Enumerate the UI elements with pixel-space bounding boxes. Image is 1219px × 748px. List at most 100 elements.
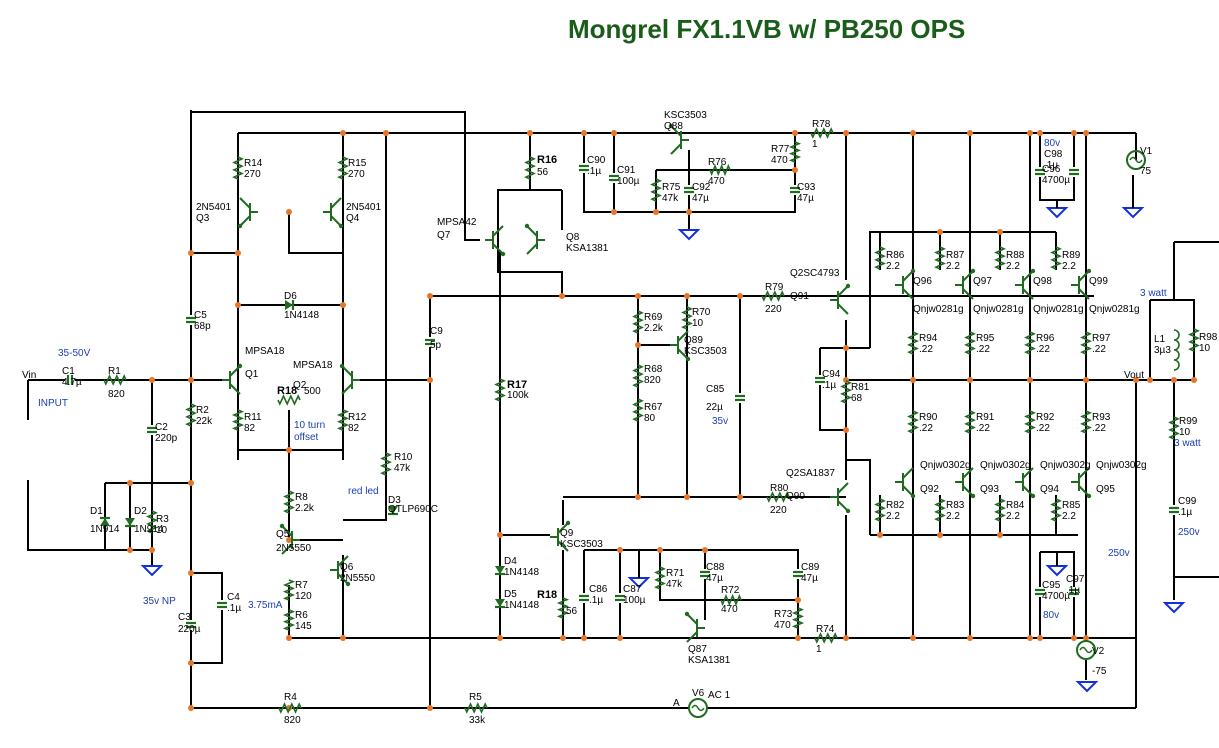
c2-label: 220p (155, 433, 178, 444)
transistor (339, 363, 360, 395)
r90-label: .22 (919, 423, 933, 434)
c88-label: 47µ (706, 573, 723, 584)
c95-label: C95 (1042, 580, 1061, 591)
diode (125, 518, 135, 528)
q97-label: Qnjw0281g (973, 304, 1024, 315)
r93-label: R93 (1092, 412, 1111, 423)
c89-label: C89 (801, 562, 820, 573)
c91-label: C91 (617, 165, 636, 176)
r97-label: .22 (1092, 344, 1106, 355)
r96-label: .22 (1036, 344, 1050, 355)
resistor (761, 290, 785, 302)
capacitor (184, 315, 198, 325)
c4-label: C4 (227, 592, 240, 603)
r75-label: 47k (662, 193, 679, 204)
c4-label: .1µ (227, 603, 241, 614)
r12-label: R12 (348, 412, 367, 423)
resistor (994, 498, 1006, 522)
r8-label: 2.2k (295, 503, 315, 514)
watt-label-a: 3 watt (1140, 288, 1167, 299)
r16-value: 56 (537, 167, 549, 178)
input-label: INPUT (38, 398, 68, 409)
resistor (231, 409, 245, 431)
np-label: 35v NP (143, 596, 176, 607)
q94-label: Q94 (1040, 484, 1059, 495)
q92-label: Q92 (920, 484, 939, 495)
capacitor (791, 569, 805, 579)
diode (100, 516, 110, 526)
resistor (632, 364, 644, 388)
c9-label: C9 (430, 326, 443, 337)
ac-label: AC 1 (708, 690, 731, 701)
q5-label: Q5 (276, 529, 290, 540)
resistor (964, 410, 976, 434)
capacitor (215, 600, 229, 610)
c87-label: C87 (623, 584, 642, 595)
q99-label: Qnjw0281g (1089, 304, 1140, 315)
r82-label: 2.2 (886, 511, 900, 522)
r97-label: R97 (1092, 333, 1111, 344)
q89-label: Q89 (684, 335, 703, 346)
transistor (684, 611, 705, 643)
r76-label: 470 (708, 176, 725, 187)
c96-label: C96 (1042, 164, 1061, 175)
c98-label: C98 (1044, 149, 1063, 160)
capacitor (1167, 505, 1181, 515)
r73-label: 470 (774, 620, 791, 631)
r91-label: .22 (976, 423, 990, 434)
resistor (788, 141, 802, 163)
r94-label: R94 (919, 333, 938, 344)
capacitor (682, 185, 696, 195)
r77-label: 470 (771, 155, 788, 166)
r18b-value: 56 (566, 606, 578, 617)
q87-label: KSA1381 (688, 655, 731, 666)
c94-label: C94 (822, 369, 841, 380)
transistor (1015, 268, 1036, 300)
c93-label: 47µ (797, 193, 814, 204)
r3-label: R3 (156, 514, 169, 525)
resistor (1168, 416, 1180, 440)
c3-label: C3 (178, 612, 191, 623)
resistor (810, 127, 834, 139)
q95-label: Qnjw0302g (1096, 460, 1147, 471)
r18-label: R18 (277, 385, 297, 397)
q1-label: Q1 (245, 369, 259, 380)
q9-label: KSC3503 (560, 539, 603, 550)
resistor (934, 498, 946, 522)
q95-label: Q95 (1096, 484, 1115, 495)
v1-label: V1 (1140, 146, 1153, 157)
resistor (185, 403, 197, 427)
transistor (524, 223, 545, 255)
r4-label: 820 (284, 715, 301, 726)
transistor (485, 225, 506, 257)
junction-dots (127, 130, 1197, 711)
r92-label: .22 (1036, 423, 1050, 434)
q6-label: 2N5550 (340, 573, 375, 584)
v2-label: V2 (1092, 646, 1105, 657)
c86-label: .1µ (589, 595, 603, 606)
capacitor (1033, 587, 1047, 597)
resistor (840, 380, 852, 404)
label-layer: C14.7µR1820C2220pR222kD11N914D21N914R310… (22, 110, 1218, 726)
r81-label: 68 (851, 393, 863, 404)
r6-label: R6 (295, 610, 308, 621)
c87-label: 100µ (623, 595, 646, 606)
q4-label: Q4 (346, 213, 360, 224)
r5-label: 33k (469, 715, 486, 726)
trim-label-1: 10 turn (294, 420, 325, 431)
resistor (964, 331, 976, 355)
c9-label: 5p (430, 340, 442, 351)
led-label: red led (348, 486, 379, 497)
c89-label: 47µ (801, 573, 818, 584)
c91-label: 100µ (617, 176, 640, 187)
component-layer (65, 123, 1200, 714)
transistor (668, 123, 689, 155)
d2-label: 1N914 (134, 524, 164, 535)
r15-label: 270 (348, 169, 365, 180)
q7-label: MPSA42 (437, 217, 477, 228)
q91-label: Q2SC4793 (790, 268, 840, 279)
resistor (650, 178, 662, 202)
vin-label: Vin (22, 370, 36, 381)
q6-label: Q6 (340, 562, 354, 573)
r70-label: 10 (692, 318, 704, 329)
